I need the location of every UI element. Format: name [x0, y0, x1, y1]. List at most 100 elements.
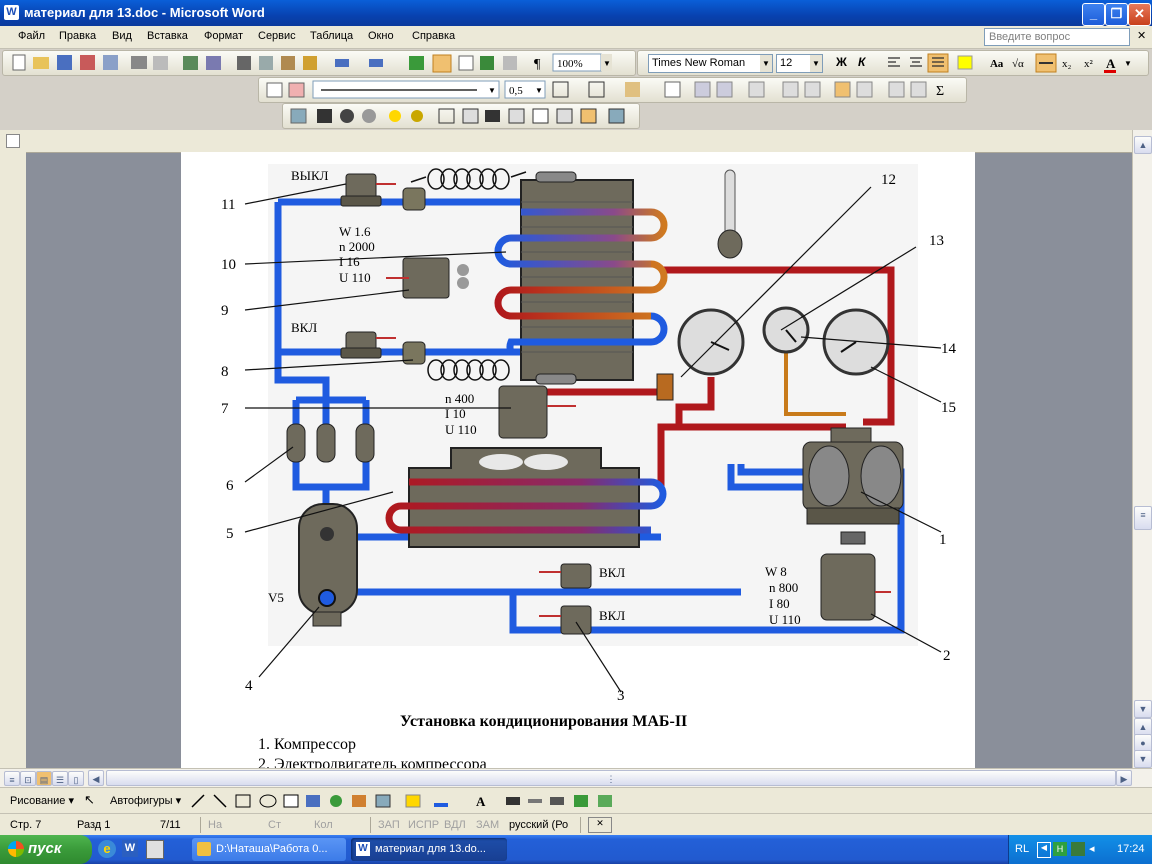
drawing-tools-icons[interactable]: A [188, 791, 628, 811]
standard-toolbar-icons[interactable]: ¶ 100% ▼ [3, 51, 635, 75]
italic-button[interactable]: К [858, 55, 866, 69]
oval-tool-icon [259, 794, 277, 808]
status-ovr[interactable]: ЗАМ [476, 819, 500, 831]
svg-text:I 80: I 80 [769, 596, 790, 611]
set-transparent-icon [580, 108, 597, 124]
tab-selector-icon[interactable] [6, 134, 20, 148]
reset-picture-icon [608, 108, 625, 124]
font-dropdown-icon[interactable]: ▼ [760, 55, 772, 72]
help-search-input[interactable]: Введите вопрос [984, 28, 1130, 46]
scroll-down-icon[interactable]: ▼ [1134, 700, 1152, 718]
size-dropdown-icon[interactable]: ▼ [810, 55, 822, 72]
standard-toolbar: ¶ 100% ▼ [2, 50, 636, 76]
flex-hose-top [410, 168, 527, 190]
web-view-icon[interactable]: ⊡ [20, 771, 36, 786]
print-layout-icon[interactable]: ▤ [36, 771, 52, 786]
orange-pipe [784, 327, 846, 416]
maximize-button[interactable]: ❐ [1105, 3, 1128, 26]
next-page-icon[interactable]: ▼ [1134, 750, 1152, 768]
vertical-ruler[interactable] [0, 152, 26, 768]
scroll-up-icon[interactable]: ▲ [1134, 136, 1152, 154]
font-size-select[interactable]: 12▼ [776, 54, 823, 73]
draw-menu-label: Рисование [10, 795, 66, 807]
taskbar-button-word[interactable]: W материал для 13.do... [351, 838, 507, 861]
dash-style-icon [528, 799, 542, 803]
list-item: 2. Электродвигатель компрессора [258, 756, 487, 768]
close-button[interactable]: ✕ [1128, 3, 1151, 26]
bold-button[interactable]: Ж [836, 55, 847, 69]
email-icon [103, 55, 118, 70]
picture-toolbar [282, 103, 640, 129]
select-objects-icon[interactable]: ↖ [84, 792, 95, 807]
highlight-icon [957, 55, 973, 70]
status-trk[interactable]: ИСПР [408, 819, 440, 831]
tray-network-icon[interactable] [1071, 842, 1085, 856]
autoshapes-button[interactable]: Автофигуры ▾ [110, 795, 182, 807]
merge-cells-icon [694, 81, 711, 98]
tray-clock[interactable]: 17:24 [1117, 843, 1145, 855]
textbox-tool-icon [283, 794, 299, 808]
scroll-thumb[interactable]: ≡ [1134, 506, 1152, 530]
text-wrap-icon [532, 108, 549, 124]
tables-toolbar-icons[interactable]: ▼ 0,5 ▼ Σ [259, 78, 966, 102]
callout-1: 1 [939, 532, 947, 548]
hscroll-thumb[interactable]: ⋮ [106, 770, 1116, 786]
spelling-status-icon[interactable]: ✕ [588, 817, 612, 833]
sort-desc-icon [910, 81, 927, 98]
tray-volume-icon[interactable]: ◂ [1089, 843, 1095, 855]
picture-toolbar-icons[interactable] [283, 104, 639, 128]
outline-view-icon[interactable]: ☰ [52, 771, 68, 786]
menu-edit[interactable]: Правка [59, 30, 97, 42]
formatting-toolbar-icons[interactable]: Аа √α x₂ x² A ▼ [884, 51, 1148, 75]
folder-icon [197, 842, 211, 856]
menu-view[interactable]: Вид [112, 30, 132, 42]
vertical-scrollbar[interactable]: ▲ ≡ ▼ ▲ ● ▼ [1132, 130, 1152, 768]
menu-table[interactable]: Таблица [310, 30, 354, 42]
menu-window[interactable]: Окно [368, 30, 394, 42]
menu-file[interactable]: Файл [18, 30, 46, 42]
status-at: На [208, 819, 223, 831]
svg-text:n 2000: n 2000 [339, 239, 375, 254]
menu-insert[interactable]: Вставка [147, 30, 188, 42]
horizontal-ruler[interactable] [0, 130, 1132, 153]
scroll-right-icon[interactable]: ▶ [1116, 770, 1132, 786]
menu-format[interactable]: Формат [204, 30, 244, 42]
reading-view-icon[interactable]: ▯ [68, 771, 84, 786]
status-ext[interactable]: ВДЛ [444, 819, 466, 831]
tray-arrow-icon[interactable]: ◀ [1037, 842, 1051, 858]
air-conditioning-diagram[interactable]: 11 10 9 8 7 6 5 4 3 2 1 12 13 14 15 ВЫКЛ… [181, 152, 975, 712]
word-app-icon[interactable]: W [4, 5, 19, 20]
tray-app-icon[interactable]: Н [1053, 842, 1067, 856]
tray-language[interactable]: RL [1015, 843, 1030, 855]
status-language[interactable]: русский (Ро [509, 819, 569, 831]
solenoid-valve-vykl [340, 173, 396, 207]
ie-quicklaunch-icon[interactable]: e [98, 840, 116, 858]
horizontal-scrollbar[interactable]: ≡ ⊡ ▤ ☰ ▯ ◀ ⋮ ▶ [0, 768, 1152, 787]
menu-tools[interactable]: Сервис [258, 30, 296, 42]
desktop-quicklaunch-icon[interactable] [146, 840, 164, 859]
menu-help[interactable]: Справка [412, 30, 456, 42]
status-rec[interactable]: ЗАП [378, 819, 400, 831]
start-button[interactable]: пуск [0, 835, 92, 864]
font-name-select[interactable]: Times New Roman▼ [648, 54, 773, 73]
taskbar-button-explorer[interactable]: D:\Наташа\Работа 0... [192, 838, 346, 861]
font-color-icon: A [1106, 56, 1116, 71]
save-icon [57, 55, 72, 70]
picture-tool-icon [375, 794, 391, 808]
compress-icon [508, 108, 525, 124]
valve-8 [402, 341, 426, 365]
svg-text:n 400: n 400 [445, 391, 474, 406]
minimize-button[interactable]: _ [1082, 3, 1105, 26]
normal-view-icon[interactable]: ≡ [4, 771, 20, 786]
word-quicklaunch-icon[interactable]: W [122, 840, 138, 857]
system-tray: RL ◀ Н ◂ 17:24 [1008, 835, 1152, 864]
status-col: Кол [314, 819, 333, 831]
svg-text:U 110: U 110 [769, 612, 801, 627]
scroll-left-icon[interactable]: ◀ [88, 770, 104, 786]
arrow-tool-icon [213, 794, 227, 808]
text-direction-icon [856, 81, 873, 98]
equation-icon: √α [1012, 58, 1024, 70]
draw-menu-button[interactable]: Рисование ▾ [10, 795, 74, 807]
border-color-icon [552, 81, 569, 98]
close-document-icon[interactable]: ✕ [1137, 30, 1147, 42]
